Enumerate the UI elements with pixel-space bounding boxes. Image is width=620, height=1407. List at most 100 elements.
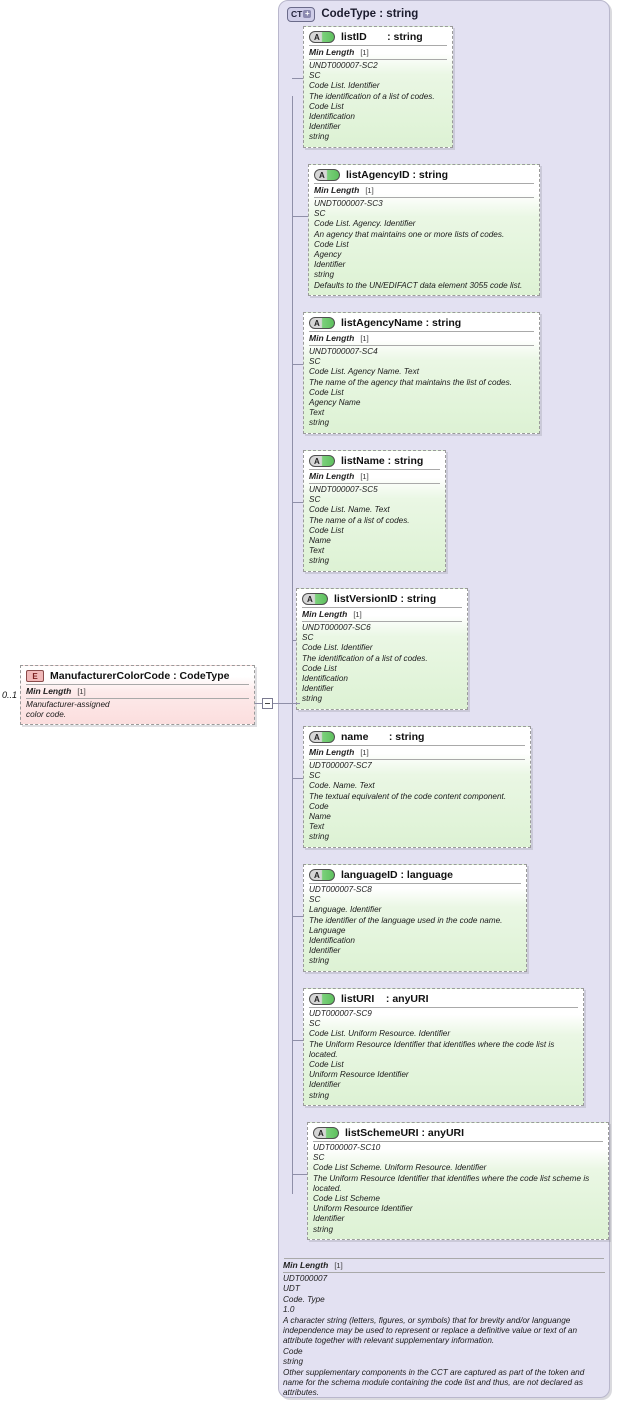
annotation-line: The identifier of the language used in t…: [309, 915, 503, 925]
tree-connector-stub: [292, 778, 303, 779]
annotation-line: Code List. Agency. Identifier: [314, 219, 416, 229]
divider: [313, 1141, 603, 1142]
complex-type-icon[interactable]: CT+: [287, 6, 316, 22]
element-facet-row: Min Length[1]: [21, 685, 254, 698]
attribute-title: listVersionID : string: [334, 592, 437, 605]
divider: [283, 1272, 605, 1273]
element-connector-line-right: [273, 703, 300, 704]
attribute-title: listName : string: [341, 454, 424, 467]
divider: [309, 331, 534, 332]
annotation-line: SC: [309, 71, 321, 81]
annotation-line: A character string (letters, figures, or…: [283, 1315, 578, 1346]
attribute-facet-value: [1]: [365, 186, 374, 195]
annotation-line: string: [309, 418, 330, 428]
footer-facet-row: Min Length [1]: [278, 1259, 610, 1272]
annotation-line: Code. Type: [283, 1294, 325, 1304]
attribute-facet-row: Min Length[1]: [297, 608, 467, 621]
annotation-line: Text: [309, 822, 325, 832]
annotation-line: Code List: [309, 387, 344, 397]
annotation-line: SC: [309, 495, 321, 505]
annotation-line: Name: [309, 536, 331, 546]
annotation-line: Name: [309, 812, 331, 822]
footer-facet-value: [1]: [334, 1261, 343, 1270]
attribute-icon: A: [309, 730, 335, 743]
collapse-minus-icon[interactable]: [262, 698, 273, 709]
annotation-line: Code: [283, 1346, 303, 1356]
divider: [309, 1007, 578, 1008]
annotation-line: Text: [309, 546, 325, 556]
element-manufacturercolorcode[interactable]: E ManufacturerColorCode : CodeType Min L…: [20, 665, 255, 726]
annotation-line: Code List. Agency Name. Text: [309, 367, 419, 377]
annotation-line: string: [309, 956, 330, 966]
annotation-line: The Uniform Resource Identifier that ide…: [313, 1173, 590, 1193]
tree-connector-stub: [292, 1174, 307, 1175]
annotation-line: 1.0: [283, 1305, 295, 1315]
annotation-line: UDT000007: [283, 1274, 328, 1283]
attribute-facet-label: Min Length: [309, 471, 355, 481]
attribute-icon: A: [302, 592, 328, 605]
attribute-facet-value: [1]: [360, 48, 369, 57]
annotation-line: Uniform Resource Identifier: [313, 1204, 413, 1214]
annotation-line: Other supplementary components in the CC…: [283, 1367, 585, 1398]
codetype-title: CodeType : string: [321, 8, 419, 20]
divider: [284, 1258, 604, 1259]
annotation-line: Agency Name: [309, 398, 361, 408]
expand-plus-icon[interactable]: +: [303, 9, 312, 18]
attribute-facet-value: [1]: [353, 610, 362, 619]
element-header: E ManufacturerColorCode : CodeType: [21, 666, 254, 684]
attribute-icon: A: [314, 168, 340, 181]
annotation-line: SC: [309, 357, 321, 367]
annotation-line: UNDT000007-SC3: [314, 199, 383, 208]
attribute-facet-value: [1]: [360, 748, 369, 757]
annotation-line: SC: [309, 1019, 321, 1029]
annotation-line: Code. Name. Text: [309, 781, 375, 791]
footer-facet-label: Min Length: [283, 1260, 329, 1270]
divider: [309, 759, 525, 760]
annotation-line: UNDT000007-SC5: [309, 485, 378, 494]
annotation-line: Identifier: [309, 946, 341, 956]
attribute-facet-label: Min Length: [314, 185, 360, 195]
annotation-line: UNDT000007-SC4: [309, 347, 378, 356]
tree-connector-spine: [292, 96, 293, 1194]
annotation-line: Code List: [309, 525, 344, 535]
annotation-line: Identifier: [309, 122, 341, 132]
attribute-title: listAgencyID : string: [346, 168, 449, 181]
annotation-line: The name of the agency that maintains th…: [309, 377, 512, 387]
attribute-facet-value: [1]: [360, 334, 369, 343]
annotation-line: The name of a list of codes.: [309, 515, 410, 525]
annotation-line: UDT000007-SC7: [309, 761, 372, 770]
annotation-line: Identification: [309, 112, 355, 122]
annotation-line: UDT: [283, 1284, 300, 1294]
annotation-line: Identifier: [309, 1080, 341, 1090]
annotation-line: string: [309, 832, 330, 842]
divider: [26, 684, 249, 685]
annotation-line: Code List: [309, 1060, 344, 1070]
annotation-line: string: [313, 1224, 334, 1234]
annotation-line: Uniform Resource Identifier: [309, 1070, 409, 1080]
attribute-facet-row: Min Length[1]: [304, 46, 452, 59]
divider: [309, 45, 447, 46]
divider: [314, 197, 534, 198]
divider: [309, 345, 534, 346]
annotation-line: SC: [309, 771, 321, 781]
annotation-line: Code List: [314, 239, 349, 249]
